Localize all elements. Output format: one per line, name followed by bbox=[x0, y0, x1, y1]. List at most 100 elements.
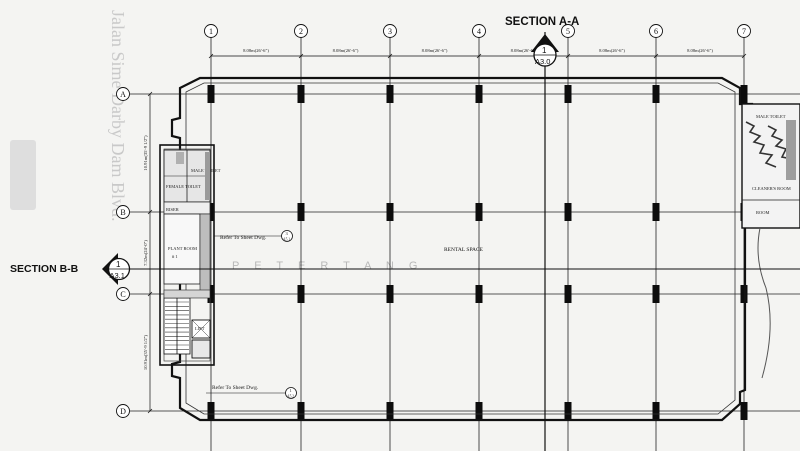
dim-tick-top-5 bbox=[653, 53, 659, 59]
fixture-hatch bbox=[205, 152, 210, 200]
dim-label-left-1: 7.32m(24'-0") bbox=[143, 240, 148, 266]
female-toilet-label: FEMALE TOILET bbox=[166, 184, 201, 189]
column-B4 bbox=[475, 203, 483, 221]
dim-tick-left-3 bbox=[147, 408, 153, 414]
grid-label-row-A: A bbox=[120, 90, 126, 99]
dim-label-top-4: 8.08m(26'-6") bbox=[599, 48, 625, 53]
dim-label-top-0: 8.08m(26'-6") bbox=[243, 48, 269, 53]
rental-space-label: RENTAL SPACE bbox=[444, 247, 484, 253]
column-C3 bbox=[386, 285, 394, 303]
dim-tick-left-0 bbox=[147, 91, 153, 97]
section-a-title: SECTION A-A bbox=[505, 16, 579, 28]
column-B1 bbox=[207, 203, 215, 221]
lift-shaft-2 bbox=[191, 339, 211, 359]
dim-label-left-0: 10.91m(35'-9 1/2") bbox=[143, 135, 148, 171]
column-D6 bbox=[652, 402, 660, 420]
lift-label: LIFT bbox=[195, 326, 205, 331]
grid-label-row-C: C bbox=[120, 290, 125, 299]
cleaners-room-label: CLEANER'S ROOM bbox=[752, 186, 791, 191]
section-b-title: SECTION B-B bbox=[10, 263, 79, 275]
right-service-core: MALE TOILET CLEANER'S ROOM ROOM bbox=[741, 103, 800, 379]
male-toilet-right-label: MALE TOILET bbox=[756, 114, 786, 119]
column-D1 bbox=[207, 402, 215, 420]
grid-label-row-B: B bbox=[120, 208, 125, 217]
column-D5 bbox=[564, 402, 572, 420]
column-A6 bbox=[652, 85, 660, 103]
plant-room-number: # 1 bbox=[172, 254, 178, 259]
dim-tick-top-2 bbox=[387, 53, 393, 59]
dim-tick-top-6 bbox=[741, 53, 747, 59]
refer-note-top-callout: 3 bbox=[286, 231, 289, 236]
column-B6 bbox=[652, 203, 660, 221]
grid-bubble-row-B bbox=[116, 205, 130, 219]
watermark-stamp bbox=[10, 140, 36, 210]
dim-label-top-1: 8.08m(26'-6") bbox=[333, 48, 359, 53]
section-a-callout-sheet: A3.0 bbox=[535, 57, 550, 66]
building-outline-inner bbox=[185, 82, 736, 415]
grid-label-col-6: 6 bbox=[654, 27, 658, 36]
column-D3 bbox=[386, 402, 394, 420]
grid-bubble-row-D bbox=[116, 404, 130, 418]
grid-label-col-4: 4 bbox=[477, 27, 481, 36]
staircase bbox=[163, 297, 191, 355]
structural-grid bbox=[130, 38, 800, 451]
lift-cross-2 bbox=[191, 319, 211, 339]
dim-tick-top-1 bbox=[298, 53, 304, 59]
refer-note-top-bubble bbox=[281, 230, 293, 242]
core-wall bbox=[159, 144, 215, 366]
column-A7 bbox=[740, 85, 748, 103]
building-outline bbox=[170, 76, 754, 422]
shaft-hatch bbox=[199, 213, 211, 295]
section-b-callout-sheet: A3.1 bbox=[110, 271, 125, 280]
right-wall-curve bbox=[757, 227, 771, 379]
grid-bubble-col-5 bbox=[561, 24, 575, 38]
dim-tick-top-4 bbox=[565, 53, 571, 59]
dim-tick-left-1 bbox=[147, 209, 153, 215]
grid-label-col-3: 3 bbox=[388, 27, 392, 36]
fixture-hatch-2 bbox=[176, 152, 184, 164]
right-fixture-hatch bbox=[786, 120, 796, 180]
section-a-callout-num: 1 bbox=[542, 46, 547, 55]
grid-label-col-7: 7 bbox=[742, 27, 746, 36]
dim-label-top-2: 8.08m(26'-6") bbox=[422, 48, 448, 53]
refer-note-bottom-text: Refer To Sheet Dwg. bbox=[212, 384, 259, 391]
column-B2 bbox=[297, 203, 305, 221]
right-fixtures bbox=[745, 121, 793, 168]
column-C2 bbox=[297, 285, 305, 303]
dim-tick-top-0 bbox=[208, 53, 214, 59]
grid-label-col-5: 5 bbox=[566, 27, 570, 36]
grid-bubble-row-C bbox=[116, 287, 130, 301]
plant-room bbox=[163, 213, 201, 285]
column-B3 bbox=[386, 203, 394, 221]
section-a-marker: SECTION A-A 1 A3.0 bbox=[505, 16, 579, 451]
column-D2 bbox=[297, 402, 305, 420]
column-A3 bbox=[386, 85, 394, 103]
dim-label-top-3: 8.08m(26'-6") bbox=[511, 48, 537, 53]
refer-note-bottom-callout: 1 bbox=[290, 388, 292, 393]
refer-note-bottom-bubble bbox=[285, 387, 297, 399]
column-D4 bbox=[475, 402, 483, 420]
plant-room-label: PLANT ROOM bbox=[168, 246, 197, 251]
refer-note-bottom: Refer To Sheet Dwg. 1 A5.2 bbox=[206, 384, 297, 399]
column-B5 bbox=[564, 203, 572, 221]
dim-tick-left-2 bbox=[147, 291, 153, 297]
riser-label: RISER bbox=[166, 207, 179, 212]
dimension-strings: 8.08m(26'-6") 8.08m(26'-6") 8.08m(26'-6") 8… bbox=[143, 48, 747, 414]
column-A5 bbox=[564, 85, 572, 103]
refer-note-top-sheet: A5.1 bbox=[283, 238, 290, 242]
dim-tick-top-3 bbox=[476, 53, 482, 59]
column-C5 bbox=[564, 285, 572, 303]
grid-label-col-2: 2 bbox=[299, 27, 303, 36]
dim-label-top-5: 8.08m(26'-6") bbox=[687, 48, 713, 53]
column-A4 bbox=[475, 85, 483, 103]
grid-bubble-col-4 bbox=[472, 24, 486, 38]
grid-bubble-col-1 bbox=[204, 24, 218, 38]
refer-note-top-text: Refer To Sheet Dwg. bbox=[220, 234, 267, 241]
lobby bbox=[163, 289, 211, 299]
grid-label-col-1: 1 bbox=[209, 27, 213, 36]
grid-bubble-col-6 bbox=[649, 24, 663, 38]
watermark-center-text: P E T E R T A N G bbox=[232, 260, 423, 272]
